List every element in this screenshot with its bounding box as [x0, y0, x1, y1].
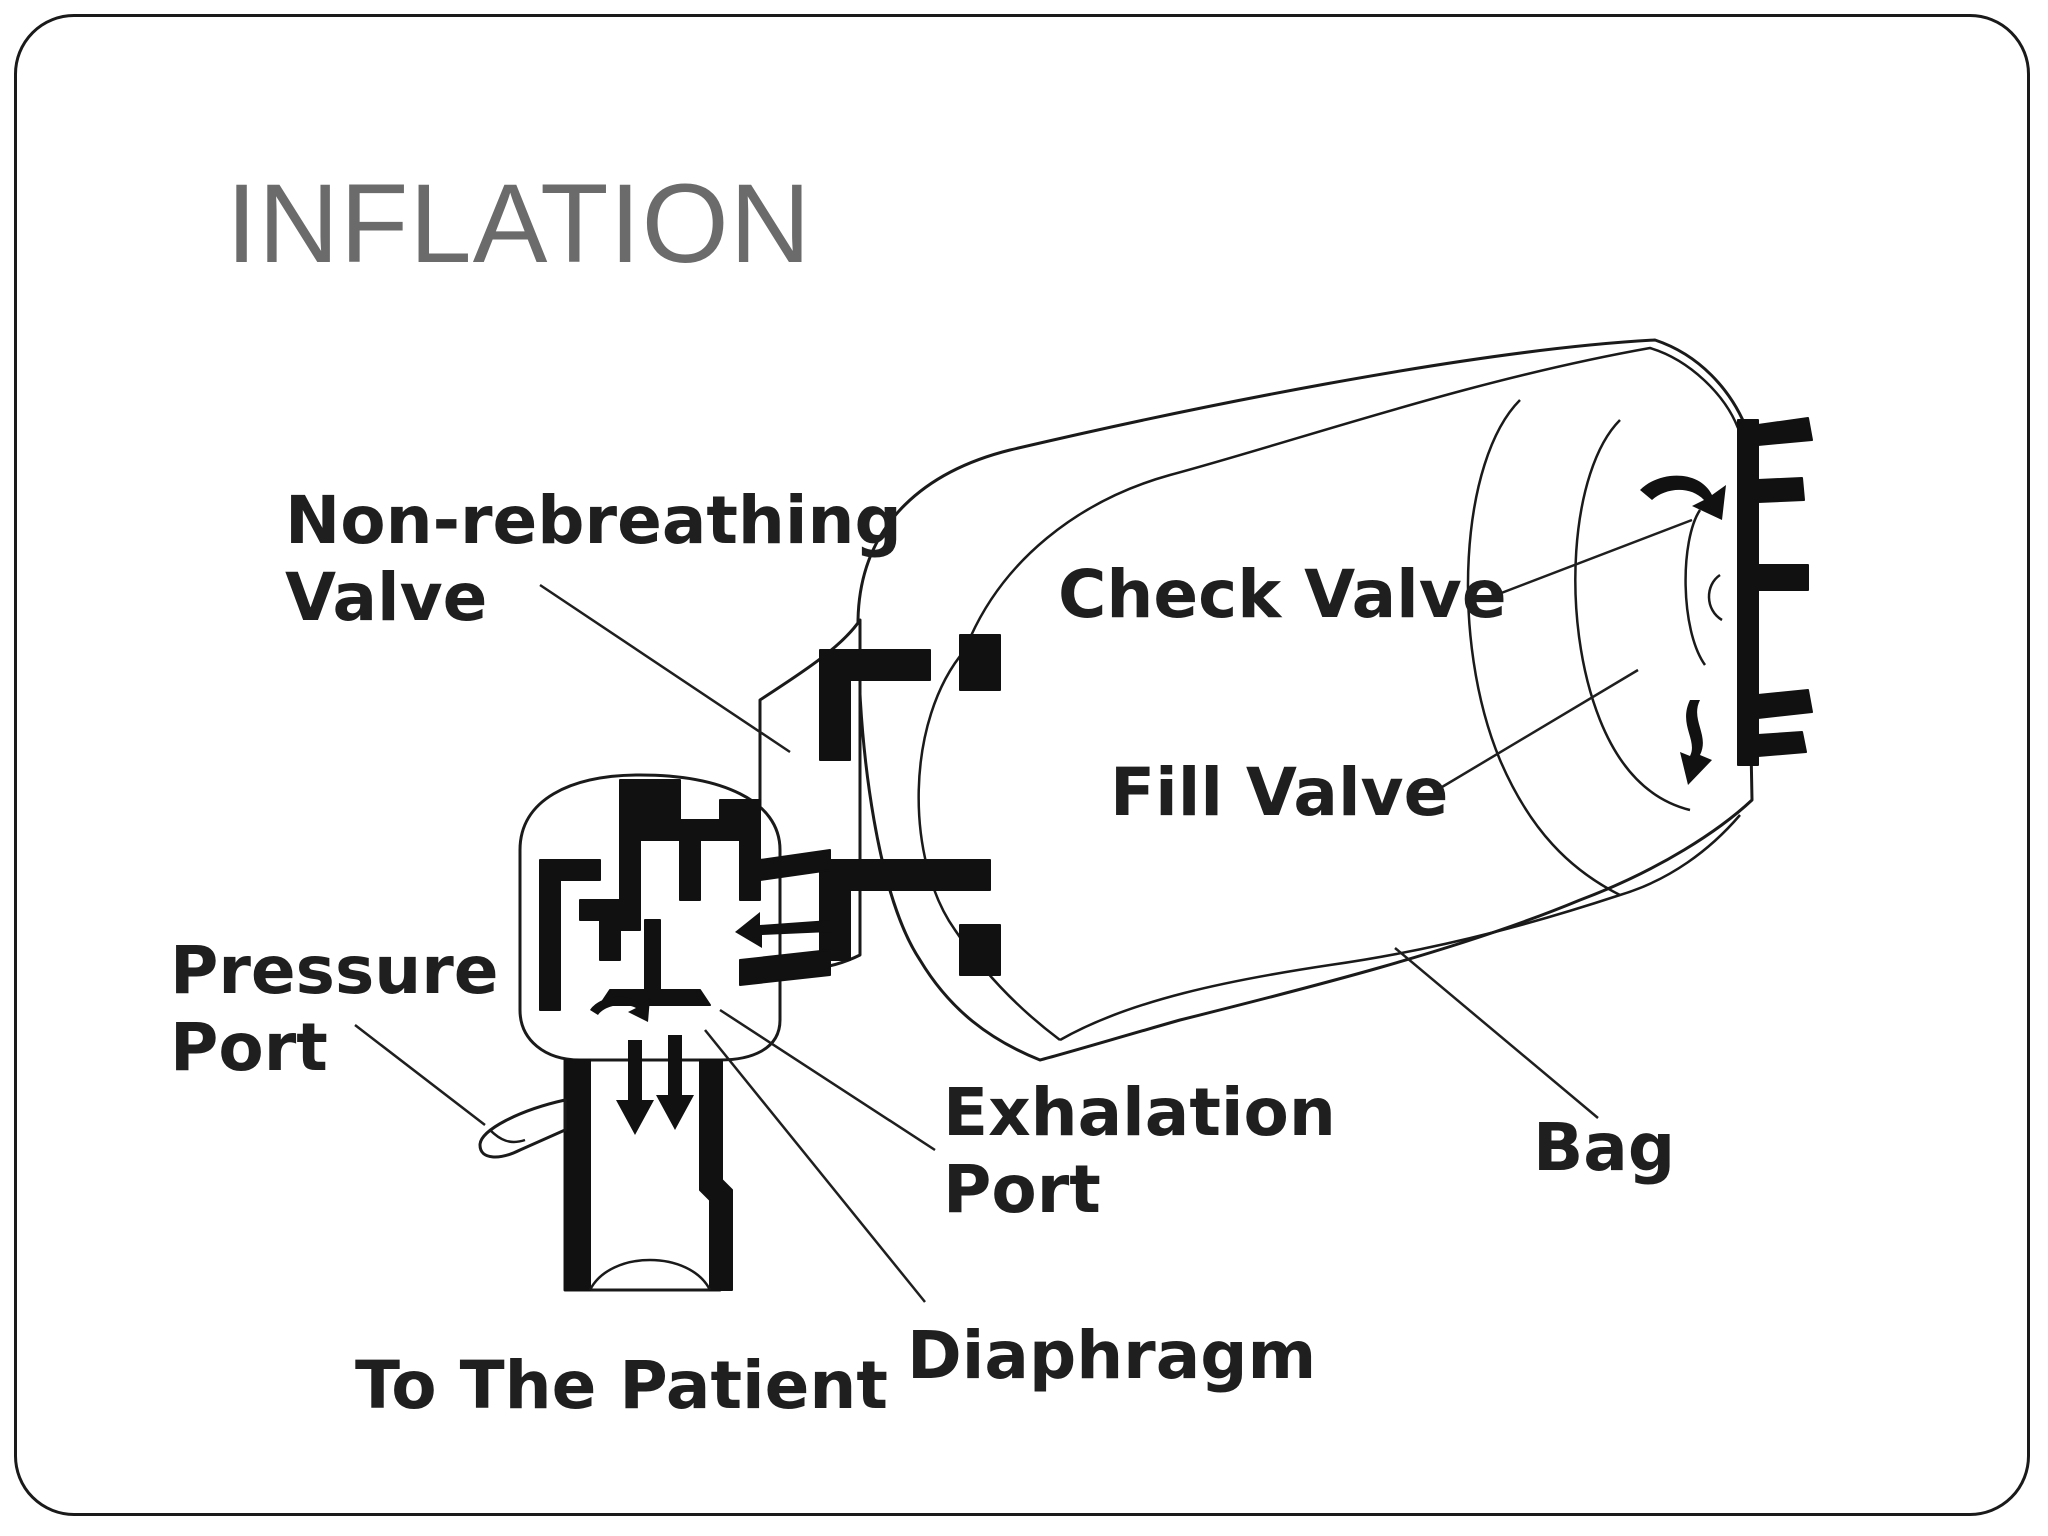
leader-non-rebreathing-valve — [539, 583, 791, 754]
leader-pressure-port — [354, 1024, 486, 1126]
label-to-the-patient: To The Patient — [355, 1347, 888, 1424]
leader-lines — [354, 518, 1693, 1303]
label-diaphragm: Diaphragm — [907, 1317, 1316, 1394]
leader-fill-valve — [1436, 668, 1639, 792]
non-rebreathing-valve-housing — [518, 773, 831, 1062]
label-exhalation-port-line1: Exhalation — [943, 1074, 1336, 1151]
label-non-rebreathing-valve-line1: Non-rebreathing — [285, 482, 902, 559]
label-pressure-port-line2: Port — [170, 1009, 328, 1086]
label-pressure-port-line1: Pressure — [170, 932, 499, 1009]
slide-title: INFLATION — [226, 161, 812, 286]
label-check-valve: Check Valve — [1058, 556, 1507, 633]
bag-neck — [758, 618, 1001, 976]
label-fill-valve: Fill Valve — [1110, 754, 1448, 831]
label-non-rebreathing-valve-line2: Valve — [285, 559, 487, 636]
leader-exhalation-port — [719, 1008, 936, 1152]
patient-connector-tube — [478, 1035, 733, 1292]
diagram-labels: Non-rebreathing Valve Check Valve Fill V… — [170, 482, 1675, 1424]
leader-diaphragm — [704, 1029, 926, 1303]
bag-body — [856, 338, 1754, 1062]
leader-check-valve — [1482, 518, 1693, 602]
label-bag: Bag — [1533, 1109, 1675, 1186]
bag-end-cap — [1640, 417, 1813, 785]
label-exhalation-port-line2: Port — [943, 1151, 1101, 1228]
leader-bag — [1394, 947, 1599, 1119]
